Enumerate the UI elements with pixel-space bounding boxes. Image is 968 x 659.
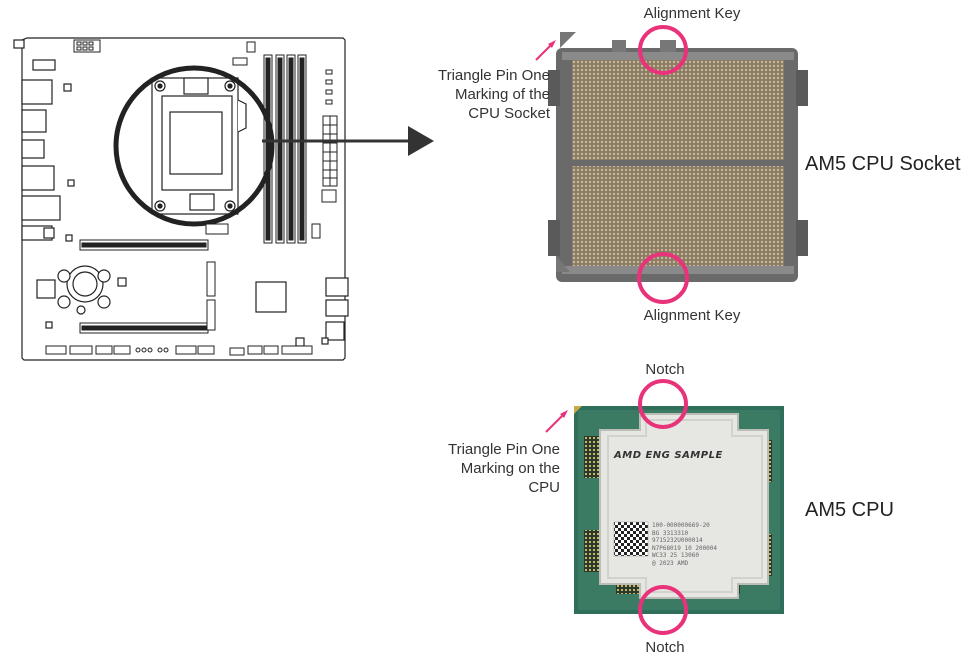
notch-highlight-top — [638, 379, 688, 429]
label-cpu-name: AM5 CPU — [805, 499, 894, 521]
bottom-headers — [45, 345, 313, 356]
io-ports — [13, 39, 75, 242]
alignment-key-highlight-bottom — [637, 252, 689, 304]
label-socket-name: AM5 CPU Socket — [805, 153, 961, 175]
label-line: Triangle Pin One — [447, 441, 560, 458]
am5-cpu-image — [574, 406, 784, 614]
cpu-triangle-mark — [574, 406, 582, 414]
label-line: CPU — [528, 479, 560, 496]
label-cpu-triangle: Triangle Pin One Marking on the CPU — [448, 440, 560, 497]
atx-power-connector-top — [73, 39, 101, 53]
label-line: CPU Socket — [468, 105, 550, 122]
atx-24pin-connector — [311, 69, 338, 239]
am5-socket-image — [548, 40, 808, 282]
board-components — [36, 265, 349, 347]
label-line: Marking of the — [454, 86, 550, 103]
cpu-triangle-pointer — [545, 410, 568, 433]
fan-header-top — [232, 41, 256, 66]
label-line: Marking on the — [460, 460, 560, 477]
socket-triangle-mark-bottom — [556, 256, 570, 272]
cpu-code-line: 100-000000669-20 — [652, 522, 710, 529]
label-notch-bottom: Notch — [645, 639, 685, 656]
cpu-code-line: 9715232U000014 — [652, 537, 703, 544]
cpu-engraving-codes: 100-000000669-20 BG 3313310 9715232U0000… — [652, 522, 717, 567]
label-socket-triangle: Triangle Pin One Marking of the CPU Sock… — [438, 66, 550, 123]
label-alignment-key-top: Alignment Key — [643, 5, 741, 22]
dimm-slots — [263, 54, 307, 244]
label-line: Triangle Pin One — [437, 67, 550, 84]
cpu-engraving-title: AMD ENG SAMPLE — [614, 450, 723, 461]
label-notch-top: Notch — [645, 361, 685, 378]
socket-triangle-mark — [560, 32, 576, 48]
label-alignment-key-bottom: Alignment Key — [643, 307, 741, 324]
cpu-code-line: N7P68019 10 200004 — [652, 544, 718, 552]
pointer-arrow — [262, 126, 434, 156]
socket-triangle-pointer — [535, 40, 556, 61]
pcie-slots — [79, 223, 229, 334]
socket-zoom-circle — [113, 65, 275, 227]
cpu-code-line: @ 2023 AMD — [652, 559, 689, 567]
notch-highlight-bottom — [638, 585, 688, 635]
cpu-code-line: WC33 25 13060 — [652, 552, 699, 559]
cpu-code-line: BG 3313310 — [652, 529, 689, 537]
alignment-key-highlight-top — [638, 25, 688, 75]
motherboard-cpu-socket — [151, 77, 247, 215]
